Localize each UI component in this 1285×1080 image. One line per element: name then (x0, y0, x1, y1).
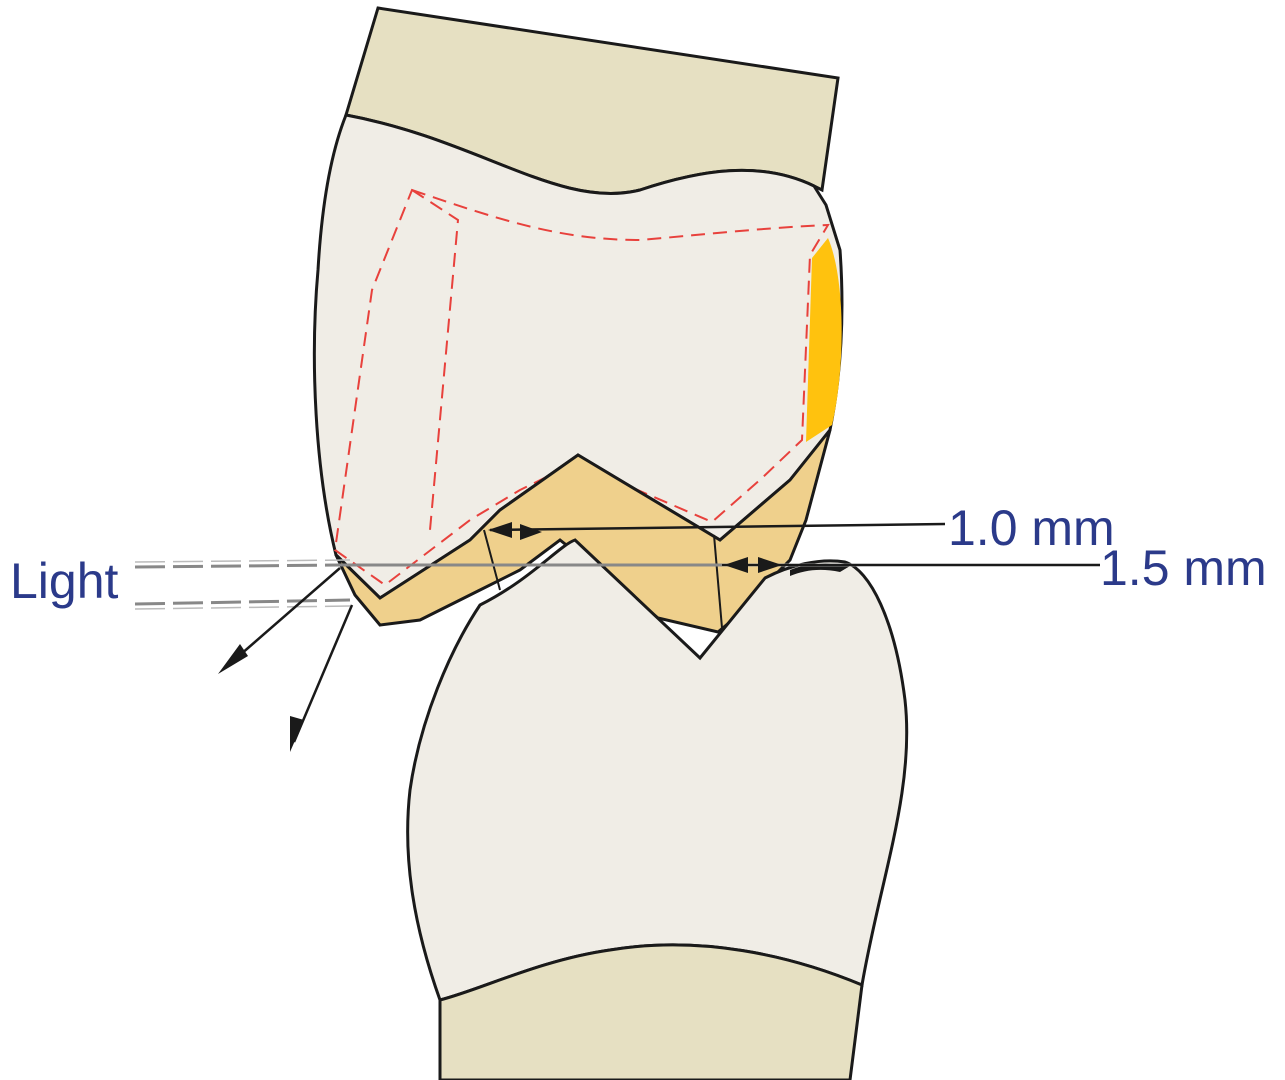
light-label: Light (10, 553, 119, 609)
thickness-label-1mm: 1.0 mm (948, 500, 1115, 556)
lower-tooth (408, 540, 907, 1080)
light-ray-lower-guide (135, 606, 350, 609)
upper-tooth (314, 8, 842, 632)
refracted-arrowhead-1 (218, 644, 248, 674)
light-ray-upper-dashed (135, 565, 340, 567)
light-ray-lower-dashed (135, 600, 350, 604)
thickness-label-1-5mm: 1.5 mm (1100, 540, 1267, 596)
refracted-arrowhead-2 (290, 716, 304, 752)
light-ray-upper-guide (135, 560, 350, 562)
